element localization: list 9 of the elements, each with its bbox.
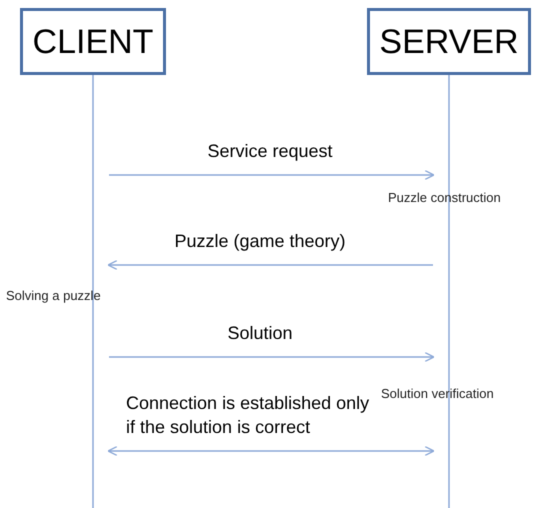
message-arrow xyxy=(107,260,433,270)
annotation-text: Solving a puzzle xyxy=(6,288,101,304)
message-arrow xyxy=(109,170,435,180)
message-arrow xyxy=(109,352,435,362)
participant-name: CLIENT xyxy=(32,24,154,58)
message-arrow xyxy=(107,446,435,456)
annotation-text: Solution verification xyxy=(381,386,494,402)
participant-name: SERVER xyxy=(379,24,519,58)
annotation-text: Puzzle construction xyxy=(388,190,501,206)
